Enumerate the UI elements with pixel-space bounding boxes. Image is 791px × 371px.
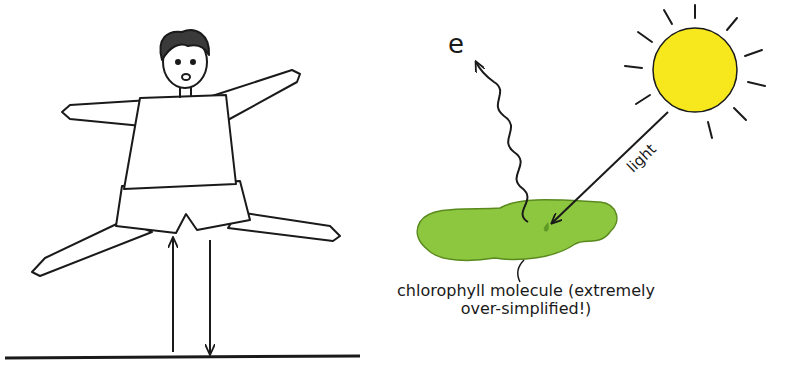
electron-label: e	[448, 30, 478, 60]
ground-line	[5, 356, 360, 358]
chlorophyll-molecule	[417, 200, 617, 261]
electron-path	[476, 62, 528, 222]
jumping-boy	[32, 30, 340, 276]
callout-label: chlorophyll molecule (extremely over-sim…	[392, 282, 660, 319]
sun	[653, 28, 737, 112]
eye	[191, 60, 195, 64]
eye	[176, 60, 180, 64]
mouth	[182, 74, 190, 80]
light-label: light	[614, 132, 669, 186]
leader-line	[518, 260, 524, 282]
down-arrow	[209, 240, 211, 354]
up-arrow	[172, 238, 174, 352]
shirt	[124, 95, 236, 189]
sun-rays	[625, 5, 765, 138]
light-ray	[552, 112, 668, 223]
molecule-shading	[544, 222, 549, 232]
hair	[160, 30, 209, 60]
